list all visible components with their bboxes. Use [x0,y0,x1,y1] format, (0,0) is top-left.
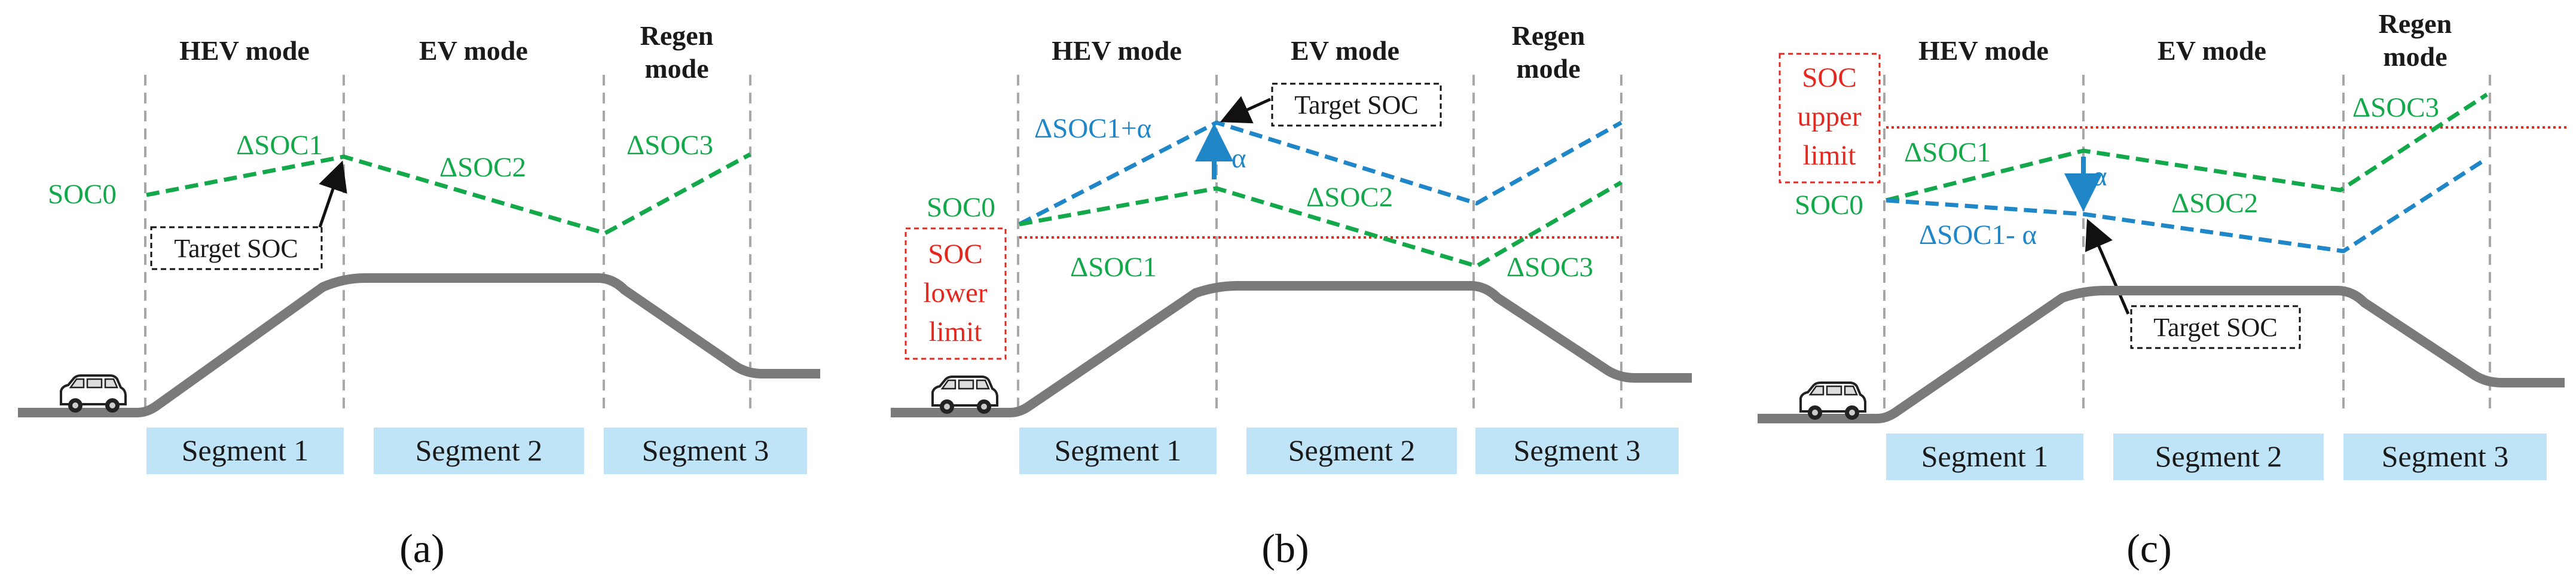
limit-label-3: limit [929,316,982,347]
mode-label-ev: EV mode [1291,35,1399,66]
soc-line-green [1019,180,1622,268]
mode-label-regen-2: mode [2383,41,2447,72]
target-soc-box [1271,83,1442,127]
dsoc1-label: ΔSOC1 [1070,252,1157,283]
segment-1-box [146,428,344,474]
segment-2-label: Segment 2 [1288,434,1415,467]
mode-label-ev: EV mode [419,35,528,66]
segment-2-box [374,428,584,474]
mode-label-hev: HEV mode [1052,35,1182,66]
target-soc-label: Target SOC [174,234,298,263]
mode-label-regen: Regen [640,20,714,51]
car-icon [931,376,998,414]
limit-label-2: upper [1797,101,1861,132]
panel-caption: (a) [399,526,444,571]
segment-3-label: Segment 3 [2382,439,2508,473]
alpha-label: α [2092,161,2107,192]
panel-caption: (b) [1261,526,1309,571]
alpha-label: α [1232,143,1246,174]
mode-label-regen: Regen [2379,8,2452,39]
road-profile [1758,286,2565,423]
dsoc2-label: ΔSOC2 [1306,182,1393,213]
target-soc-box [2130,305,2301,349]
panel-b: HEV mode EV mode Regen mode α Target SOC… [891,20,1692,571]
dsoc3-label: ΔSOC3 [1507,252,1593,283]
dsoc3-label: ΔSOC3 [627,130,713,161]
mode-dividers [144,75,751,413]
soc0-label: SOC0 [927,192,995,223]
segment-3-label: Segment 3 [642,434,769,467]
panel-caption: (c) [2126,526,2171,571]
target-soc-label: Target SOC [2153,313,2278,342]
segment-3-box [1475,428,1679,474]
road-profile [891,281,1692,417]
mode-label-hev: HEV mode [179,35,310,66]
target-soc-arrow [318,160,347,228]
soc0-label: SOC0 [48,179,117,210]
mode-label-regen-2: mode [644,53,708,84]
segment-1-box [1886,434,2083,480]
panel-a: HEV mode EV mode Regen mode SOC0 ΔSOC1 Δ… [18,20,820,571]
target-soc-label: Target SOC [1294,90,1419,120]
target-soc-arrow [2085,218,2130,315]
segment-1-label: Segment 1 [1055,434,1181,467]
limit-label-2: lower [923,277,987,309]
dsoc2-label: ΔSOC2 [439,152,526,183]
limit-label-1: SOC [928,239,982,270]
panel-c: HEV mode EV mode Regen mode α Target SOC… [1758,8,2568,571]
mode-label-hev: HEV mode [1918,35,2049,66]
segment-3-box [604,428,807,474]
dsoc1-alpha-label: ΔSOC1+α [1034,113,1151,144]
car-icon [60,374,127,413]
soc-line-blue [1018,120,1622,227]
segment-3-box [2343,434,2547,480]
road-profile [18,273,820,417]
mode-label-regen: Regen [1512,20,1585,51]
dsoc1-label: ΔSOC1 [1904,137,1991,168]
segment-2-label: Segment 2 [2155,439,2282,473]
dsoc1-label: ΔSOC1 [236,130,323,161]
segment-1-label: Segment 1 [1921,439,2048,473]
target-soc-arrow [1220,96,1272,124]
dsoc1-minus-alpha-label: ΔSOC1- α [1919,219,2037,251]
soc-line-green [146,152,751,236]
soc-lower-limit-box [904,227,1007,360]
car-icon [1799,381,1866,420]
soc-line-blue [1886,157,2488,254]
segment-1-box [1019,428,1217,474]
dsoc3-label: ΔSOC3 [2352,92,2439,123]
segment-1-label: Segment 1 [182,434,308,467]
limit-label-3: limit [1803,140,1856,171]
soc-line-green [1886,93,2488,203]
mode-label-ev: EV mode [2158,35,2266,66]
soc-upper-limit-box [1779,53,1881,184]
segment-3-label: Segment 3 [1514,434,1640,467]
target-soc-box [150,226,323,270]
dsoc2-label: ΔSOC2 [2171,188,2258,219]
mode-label-regen-2: mode [1516,53,1580,84]
segment-2-box [1246,428,1457,474]
limit-label-1: SOC [1802,62,1856,93]
soc0-label: SOC0 [1795,190,1863,221]
mode-dividers [1883,75,2491,413]
segment-2-box [2113,434,2324,480]
segment-2-label: Segment 2 [415,434,542,467]
